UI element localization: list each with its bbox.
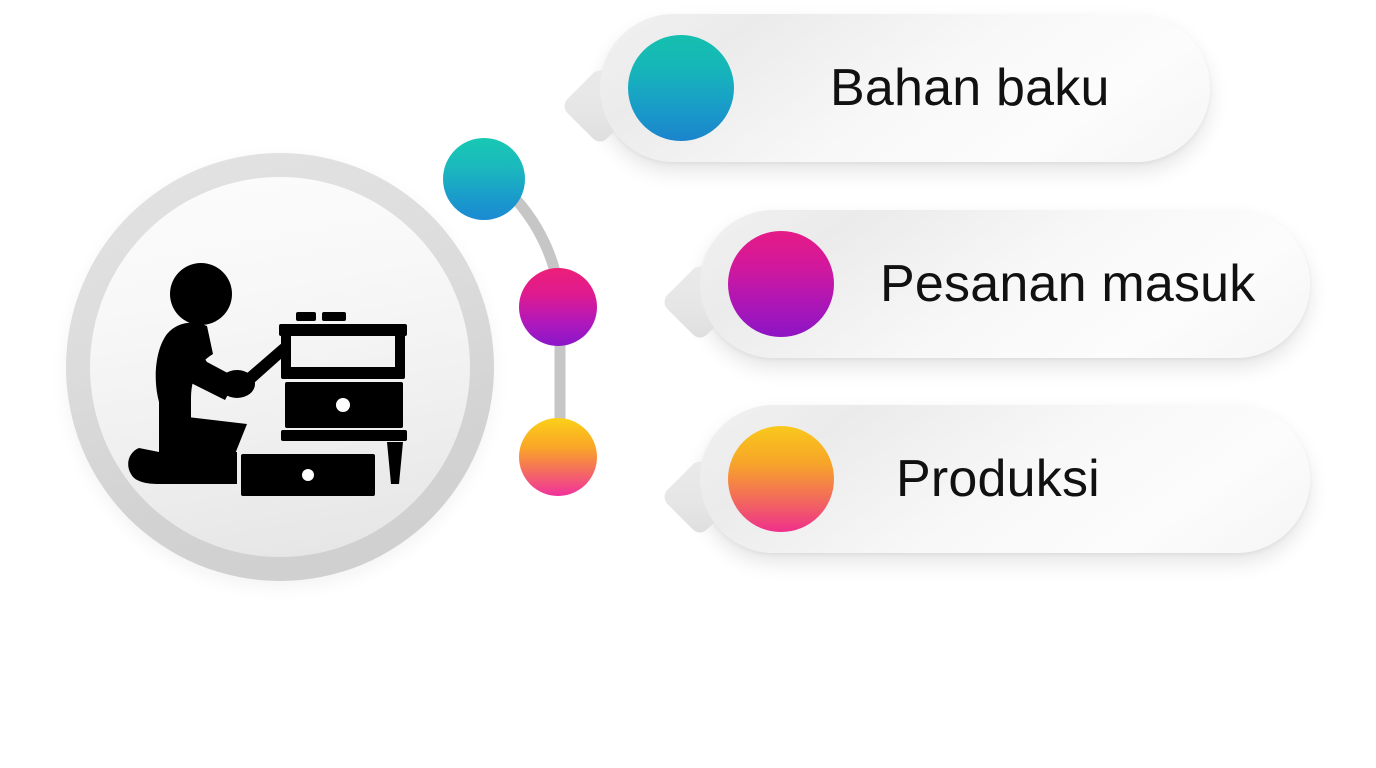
- card-bullet-produksi: [728, 426, 834, 532]
- card-body-produksi: Produksi: [700, 405, 1310, 553]
- carpenter-furniture-icon: [128, 263, 407, 496]
- illustration-disc: [90, 177, 470, 557]
- card-body-pesanan-masuk: Pesanan masuk: [700, 210, 1310, 358]
- card-bullet-pesanan-masuk: [728, 231, 834, 337]
- connector-dot-bahan-baku: [443, 138, 525, 220]
- step-card-pesanan-masuk[interactable]: Pesanan masuk: [660, 210, 1310, 358]
- connector-dot-produksi: [519, 418, 597, 496]
- card-body-bahan-baku: Bahan baku: [600, 14, 1210, 162]
- step-label-bahan-baku: Bahan baku: [830, 59, 1110, 117]
- step-label-pesanan-masuk: Pesanan masuk: [880, 255, 1256, 313]
- card-bullet-bahan-baku: [628, 35, 734, 141]
- step-card-bahan-baku[interactable]: Bahan baku: [560, 14, 1210, 162]
- step-label-produksi: Produksi: [896, 450, 1100, 508]
- step-card-produksi[interactable]: Produksi: [660, 405, 1310, 553]
- illustration-ring: [66, 153, 494, 581]
- connector-dot-pesanan-masuk: [519, 268, 597, 346]
